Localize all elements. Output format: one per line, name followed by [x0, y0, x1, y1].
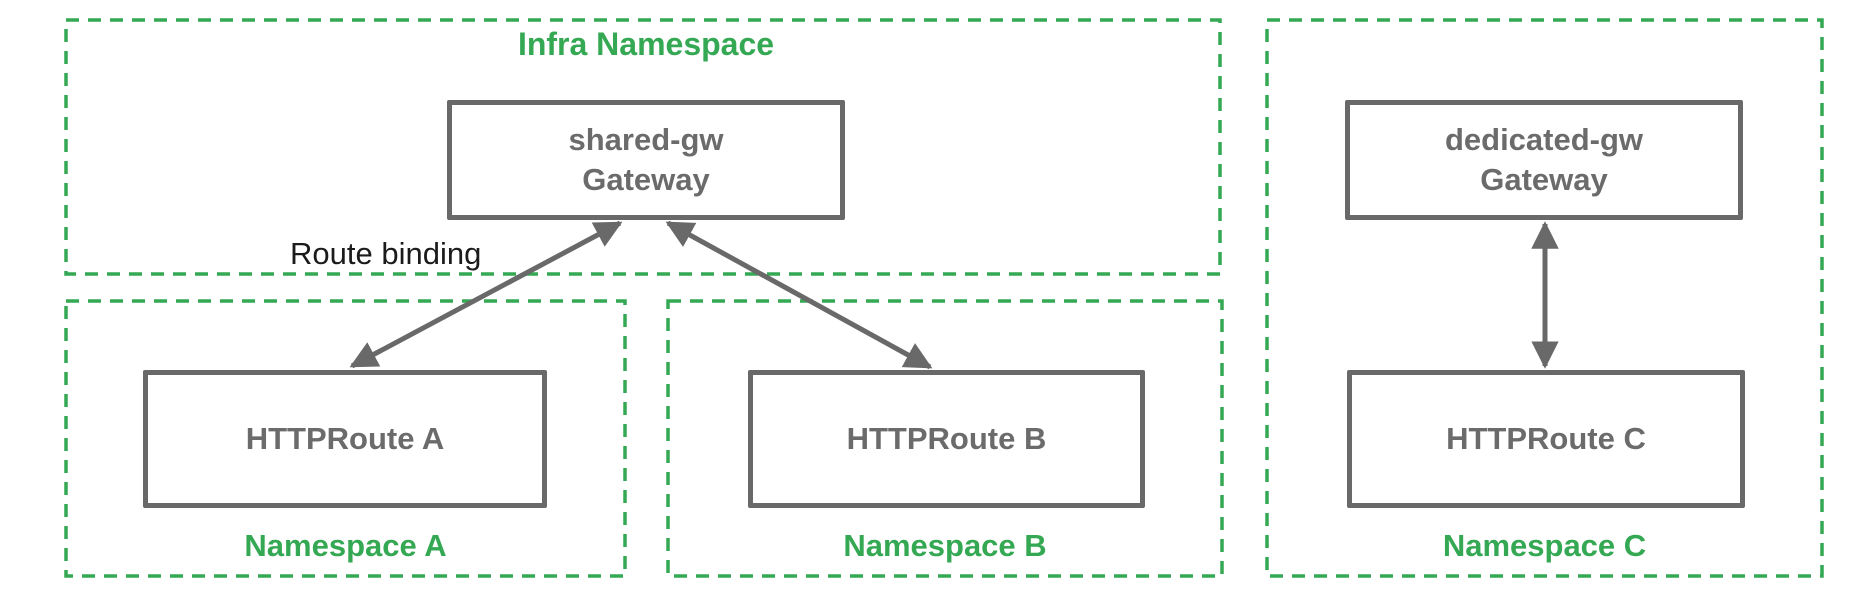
shared-gw-gateway-name: shared-gw — [568, 122, 724, 157]
infra-namespace-border — [64, 18, 1222, 276]
dedicated-gw-gateway-name: dedicated-gw — [1444, 122, 1644, 157]
route-binding-arrow-a — [349, 220, 623, 369]
namespace-b-label: Namespace B — [843, 528, 1047, 563]
httproute-c-label: HTTPRoute C — [1446, 421, 1646, 456]
route-binding-label: Route binding — [290, 236, 482, 271]
httproute-b-node: HTTPRoute B — [748, 370, 1145, 508]
httproute-b-label: HTTPRoute B — [846, 421, 1047, 456]
dedicated-gw-gateway-kind: Gateway — [1480, 162, 1608, 197]
httproute-a-label: HTTPRoute A — [245, 421, 445, 456]
namespace-c-border — [1265, 18, 1824, 578]
httproute-a-node: HTTPRoute A — [143, 370, 547, 508]
infra-namespace-title: Infra Namespace — [517, 26, 775, 62]
namespace-a-border — [64, 299, 627, 578]
namespace-b-border — [666, 299, 1224, 578]
namespace-a-label: Namespace A — [244, 528, 447, 563]
shared-gw-gateway-kind: Gateway — [582, 162, 710, 197]
dedicated-gw-gateway-node: dedicated-gw Gateway — [1345, 100, 1743, 220]
namespace-c-label: Namespace C — [1442, 528, 1647, 563]
route-binding-arrow-b — [665, 220, 933, 370]
shared-gw-gateway-node: shared-gw Gateway — [447, 100, 845, 220]
httproute-c-node: HTTPRoute C — [1347, 370, 1745, 508]
